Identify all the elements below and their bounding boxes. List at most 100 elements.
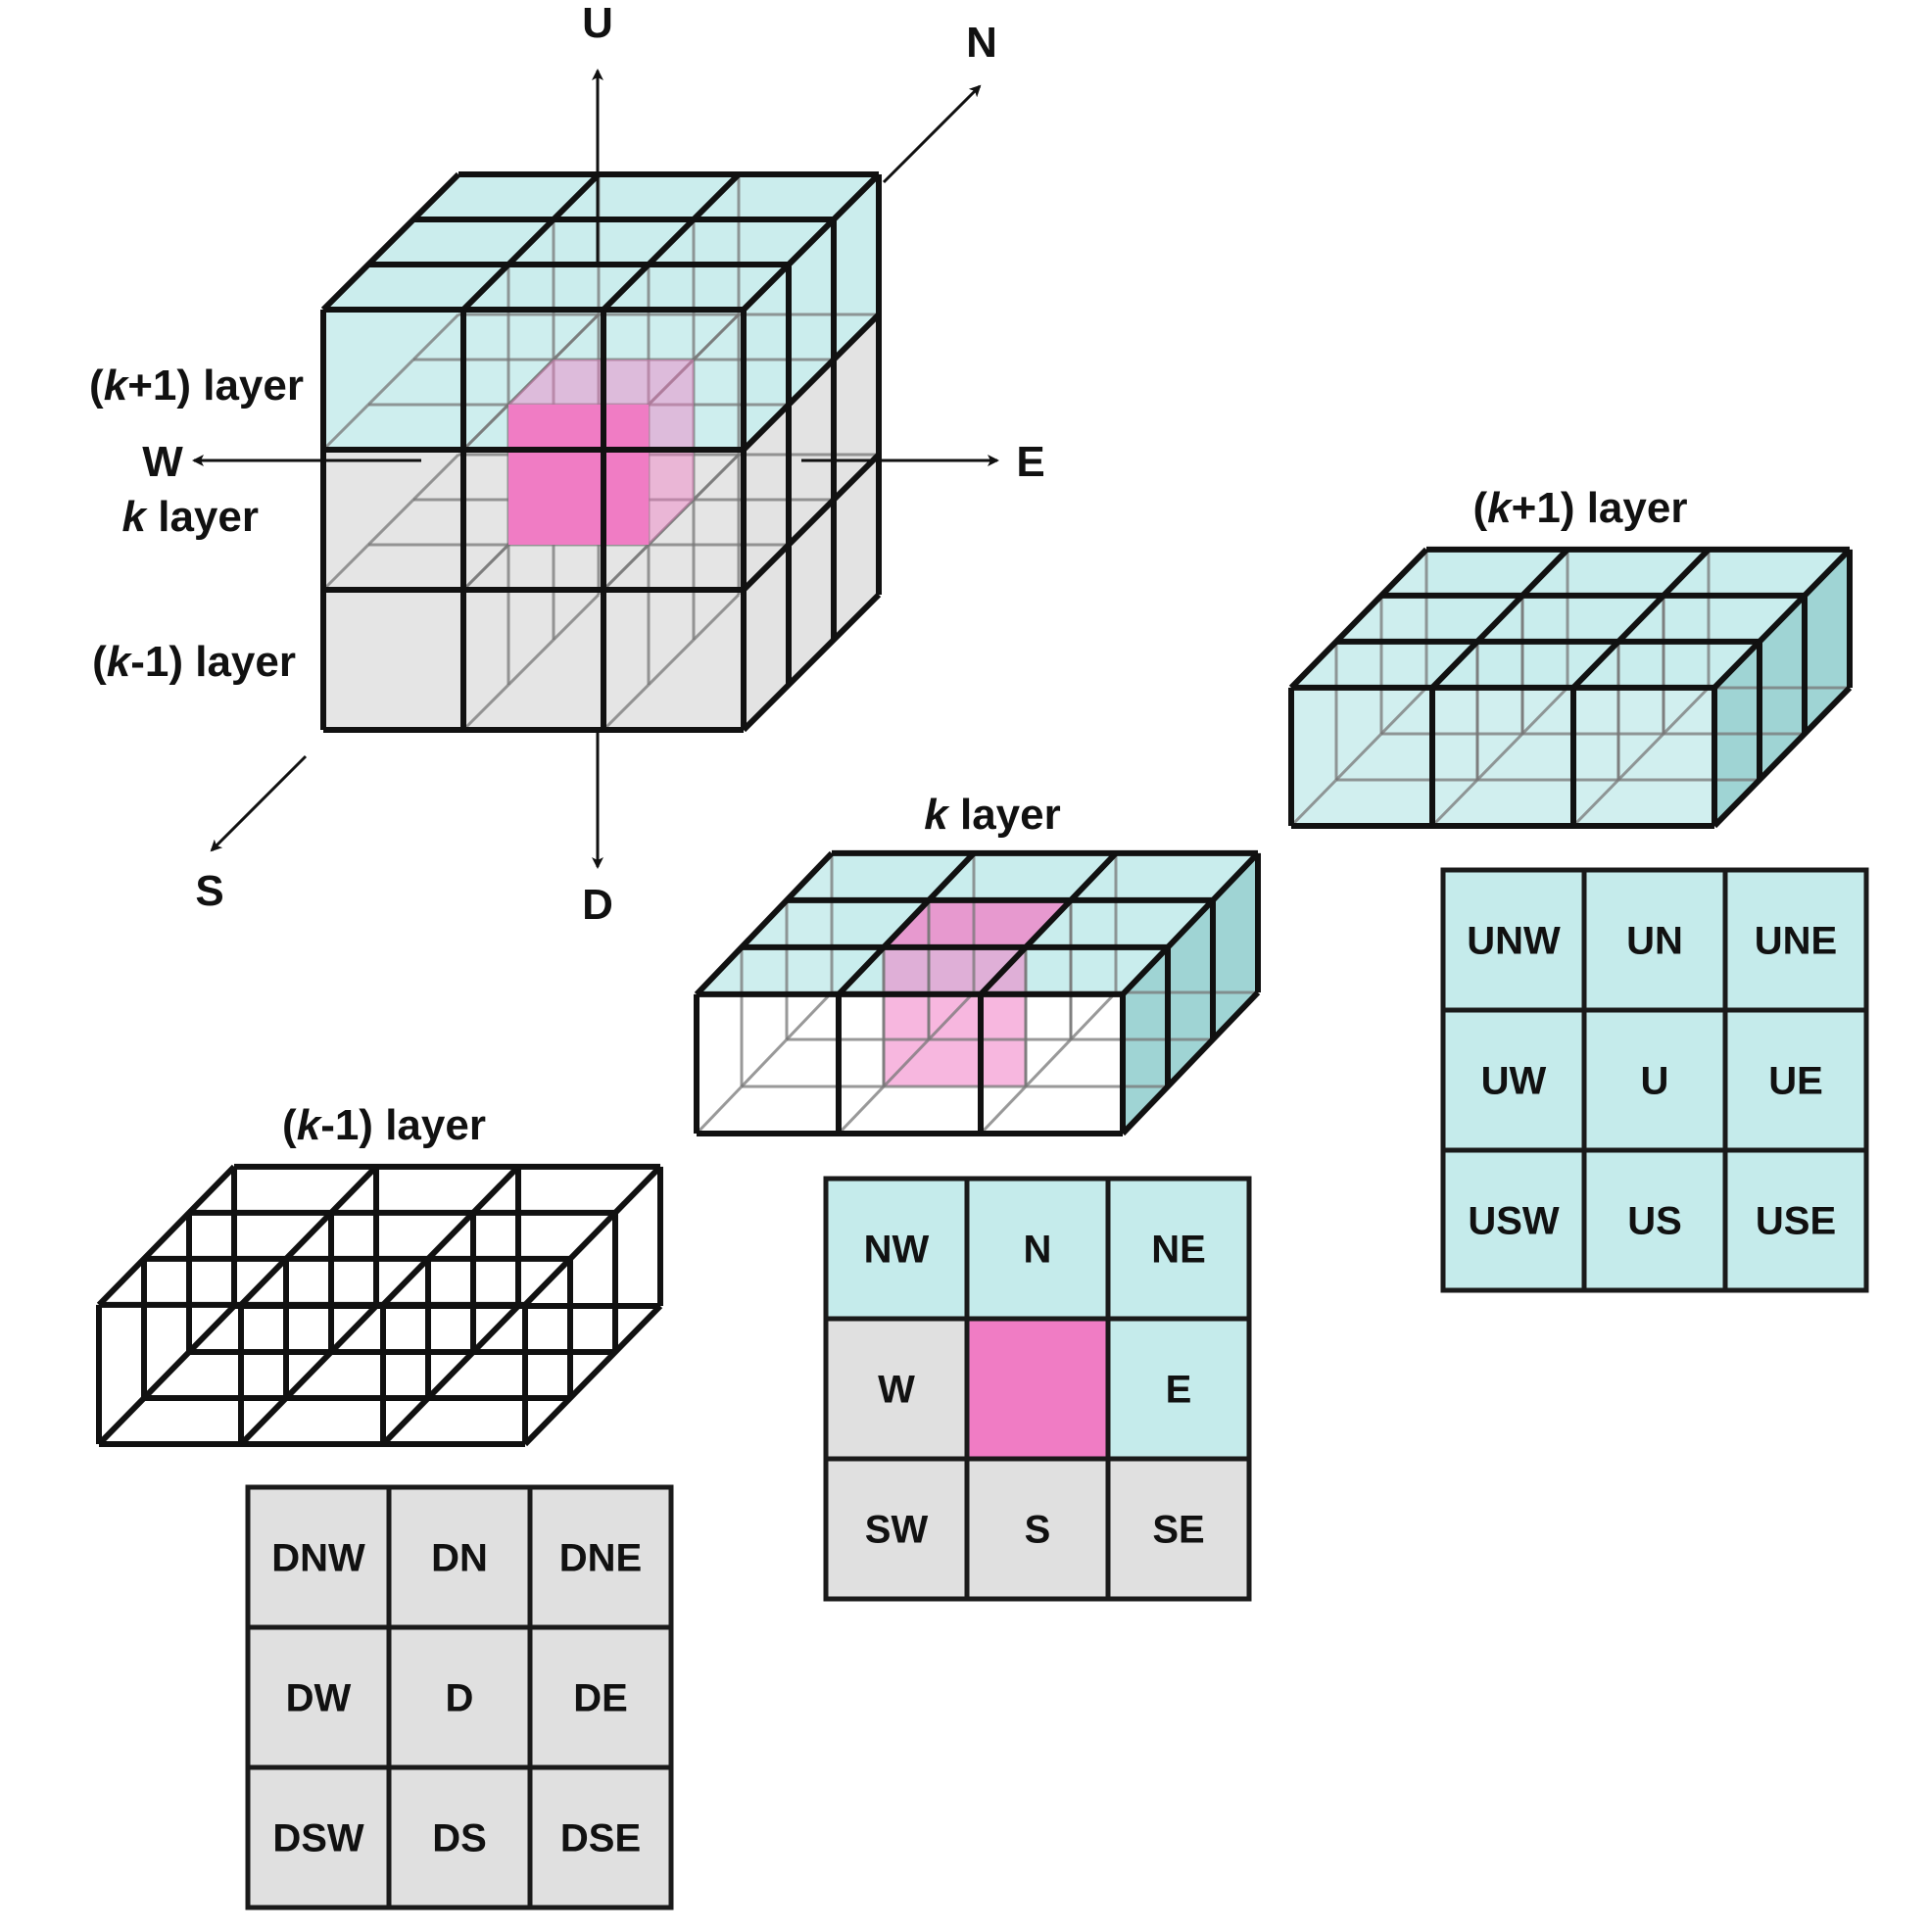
grid-cell (1722, 1147, 1869, 1293)
slab-inner-line (837, 990, 976, 1135)
slab-edge (96, 1164, 237, 1307)
slab-edge (1712, 685, 1853, 829)
south-label: S (195, 867, 223, 915)
down-label: D (582, 881, 613, 929)
north-label: N (966, 19, 997, 67)
grid-cell (823, 1456, 970, 1602)
grid-cell-label: NE (1151, 1229, 1206, 1272)
grid-cell-label: DSW (272, 1817, 364, 1860)
cube-hidden-line (461, 593, 601, 732)
direction-axes: U D E W N S (142, 0, 1044, 929)
slab-inner-line (238, 1303, 379, 1447)
grid-cell-label: USE (1756, 1200, 1836, 1243)
slab-inner-line (979, 990, 1118, 1135)
slab-edge (1120, 990, 1261, 1136)
upper-neighbor-grid: UNW UN UNE UW U UE USW US USE (1440, 867, 1869, 1293)
slab-edge (978, 850, 1119, 996)
grid-cell-label: UNW (1467, 920, 1561, 963)
slab-front-face (1291, 687, 1714, 826)
grid-cell (386, 1484, 533, 1630)
neighborhood-cube (320, 171, 882, 733)
cube-hidden-line (321, 313, 460, 452)
slab-edge (694, 850, 835, 996)
grid-cell (1722, 1007, 1869, 1153)
lower-layer-slab (96, 1163, 663, 1447)
grid-cell-label: E (1166, 1369, 1192, 1412)
grid-cell-label: USW (1468, 1200, 1560, 1243)
east-label: E (1016, 438, 1044, 486)
cube-side-edge (741, 171, 882, 313)
cube-hidden-line (461, 313, 601, 452)
cube-hidden-line (321, 453, 460, 592)
slab-edge (238, 1164, 379, 1307)
grid-cell (1105, 1316, 1252, 1462)
cube-side-face (744, 174, 879, 450)
slab-edge (522, 1164, 663, 1307)
grid-cell-label: DW (286, 1677, 352, 1720)
grid-cell (386, 1624, 533, 1770)
cube-side-edge (741, 312, 882, 453)
slab-inner-line (1430, 686, 1569, 828)
slab-edge (836, 850, 977, 996)
grid-cell (386, 1764, 533, 1910)
grid-cell-label: SW (865, 1509, 929, 1552)
north-axis-arrow (882, 84, 982, 184)
grid-cell-label: DNW (271, 1537, 365, 1580)
south-axis-arrow (210, 754, 308, 852)
cube-middle-layer-label: k layer (122, 493, 259, 541)
grid-cell (823, 1176, 970, 1322)
grid-cell-label: US (1627, 1200, 1682, 1243)
cube-side-face (744, 455, 879, 730)
grid-cell-label: UE (1768, 1060, 1823, 1103)
middle-layer-slab (694, 849, 1261, 1136)
cube-side-face (744, 314, 879, 590)
up-label: U (582, 0, 613, 47)
grid-cell-label: DSE (560, 1817, 641, 1860)
grid-cell (964, 1316, 1111, 1462)
slab-edge (522, 1303, 663, 1447)
slab-edge (1712, 547, 1853, 690)
cube-hidden-line (602, 593, 741, 732)
slab-center-cell-top (884, 899, 1071, 947)
slab-inner-line (1571, 686, 1711, 828)
grid-cell-label: S (1025, 1509, 1051, 1552)
grid-cell-label: NW (864, 1229, 930, 1272)
grid-cell-label: UW (1481, 1060, 1547, 1103)
grid-cell-label: W (878, 1369, 915, 1412)
cube-hidden-line (602, 453, 741, 592)
upper-layer-slab (1288, 546, 1853, 829)
grid-cell (1440, 1147, 1587, 1293)
center-cell-front (508, 405, 649, 545)
slab-edge (1120, 850, 1261, 996)
slab-inner-line (1289, 686, 1428, 828)
slab-inner-line (96, 1303, 237, 1447)
grid-cell-label: DNE (559, 1537, 642, 1580)
grid-cell (1105, 1456, 1252, 1602)
grid-cell (823, 1316, 970, 1462)
cube-side-edge (741, 452, 882, 593)
slab-edge (380, 1164, 521, 1307)
middle-slab-title: k layer (924, 791, 1060, 839)
slab-edge (1429, 547, 1570, 690)
cube-top-edge (320, 171, 461, 313)
grid-cell (1440, 1007, 1587, 1153)
grid-cell-label: U (1641, 1060, 1669, 1103)
lower-slab-title: (k-1) layer (282, 1101, 486, 1149)
grid-cell (1581, 867, 1728, 1013)
slab-inner-line (380, 1303, 521, 1447)
grid-cell (527, 1624, 674, 1770)
grid-cell (1581, 1147, 1728, 1293)
grid-cell-label: UNE (1755, 920, 1837, 963)
cube-top-edge (460, 171, 602, 313)
grid-cell (527, 1764, 674, 1910)
grid-cell-label: N (1024, 1229, 1052, 1272)
grid-cell-label: DS (432, 1817, 487, 1860)
cube-upper-layer-label: (k+1) layer (89, 362, 304, 410)
grid-cell (1722, 867, 1869, 1013)
upper-slab-title: (k+1) layer (1473, 484, 1688, 532)
grid-cell-label: UN (1626, 920, 1683, 963)
grid-cell (1581, 1007, 1728, 1153)
